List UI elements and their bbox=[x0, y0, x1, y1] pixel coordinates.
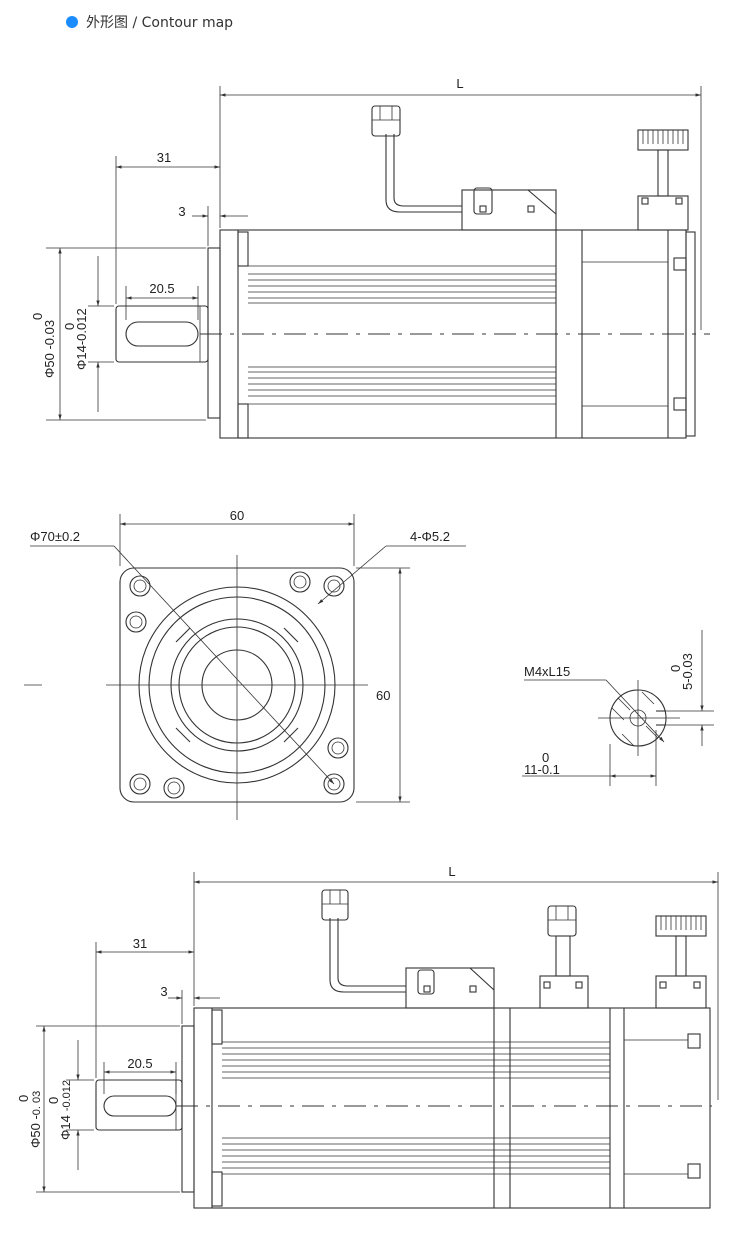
cooling-fins-lower bbox=[248, 366, 556, 405]
dim-spigot-tol-upper-bottom: 0 bbox=[16, 1095, 31, 1102]
dim-height: 60 bbox=[376, 688, 390, 703]
cooling-fins-upper bbox=[248, 265, 556, 304]
dim-key-length-bottom: 20.5 bbox=[127, 1056, 152, 1071]
dim-shaft-tol-upper-bottom: 0 bbox=[46, 1097, 61, 1104]
dim-length-label: L bbox=[456, 76, 463, 91]
bullet-dot-icon bbox=[66, 16, 78, 28]
power-connector-bottom bbox=[321, 889, 495, 1009]
power-connector-top bbox=[371, 105, 557, 231]
dim-shaft-diameter: Φ14-0.012 bbox=[74, 308, 89, 370]
dim-spigot-diameter-bottom: Φ50 -0. 03 bbox=[28, 1091, 43, 1148]
dim-key-length: 20.5 bbox=[149, 281, 174, 296]
dim-length-label-bottom: L bbox=[448, 864, 455, 879]
flange-top bbox=[207, 247, 221, 419]
page-title: 外形图 / Contour map bbox=[86, 15, 234, 31]
cooling-fins-bottom-lower bbox=[222, 1137, 610, 1175]
dim-spigot-diameter: Φ50 -0.03 bbox=[42, 320, 57, 378]
shaft-bottom bbox=[95, 1079, 183, 1131]
dim-spigot-tol-upper: 0 bbox=[30, 313, 45, 320]
side-view-bottom: L 31 3 20.5 Φ50 -0. 03 0 Φ14-0.012 0 bbox=[16, 864, 719, 1209]
dim-depth-upper: 0 bbox=[542, 750, 549, 765]
dim-key-width-upper: 0 bbox=[668, 665, 683, 672]
page-header: 外形图 / Contour map bbox=[66, 12, 233, 32]
dim-depth: 11-0.1 bbox=[524, 762, 560, 777]
side-view-top: L 31 3 20.5 Φ50 -0.03 0 Φ14-0.012 0 bbox=[30, 76, 710, 439]
motor-body-bottom bbox=[193, 1007, 711, 1209]
dim-flange-thickness-bottom: 3 bbox=[160, 984, 167, 999]
dim-key-width: 5-0.03 bbox=[680, 653, 695, 690]
dim-flange-thickness: 3 bbox=[178, 204, 185, 219]
cooling-fins-bottom-upper bbox=[222, 1041, 610, 1079]
encoder-connector-bottom bbox=[655, 915, 707, 1009]
dim-hole-spec: 4-Φ5.2 bbox=[410, 529, 450, 544]
brake-connector-bottom bbox=[539, 905, 589, 1009]
dim-bolt-circle: Φ70±0.2 bbox=[30, 529, 80, 544]
shaft-section: M4xL15 5-0.03 0 11-0.1 0 bbox=[522, 630, 714, 786]
shaft-top bbox=[115, 305, 209, 363]
mounting-holes bbox=[125, 571, 349, 799]
flange-bottom bbox=[181, 1025, 195, 1193]
dim-shaft-diameter-bottom: Φ14-0.012 bbox=[58, 1080, 73, 1140]
dim-width: 60 bbox=[230, 508, 244, 523]
encoder-connector-top bbox=[637, 129, 689, 231]
front-view: Φ70±0.2 4-Φ5.2 60 60 bbox=[24, 508, 466, 820]
dim-thread: M4xL15 bbox=[524, 664, 570, 679]
dim-shaft-tol-upper: 0 bbox=[62, 323, 77, 330]
dim-shaft-length-bottom: 31 bbox=[133, 936, 147, 951]
dim-shaft-length: 31 bbox=[157, 150, 171, 165]
